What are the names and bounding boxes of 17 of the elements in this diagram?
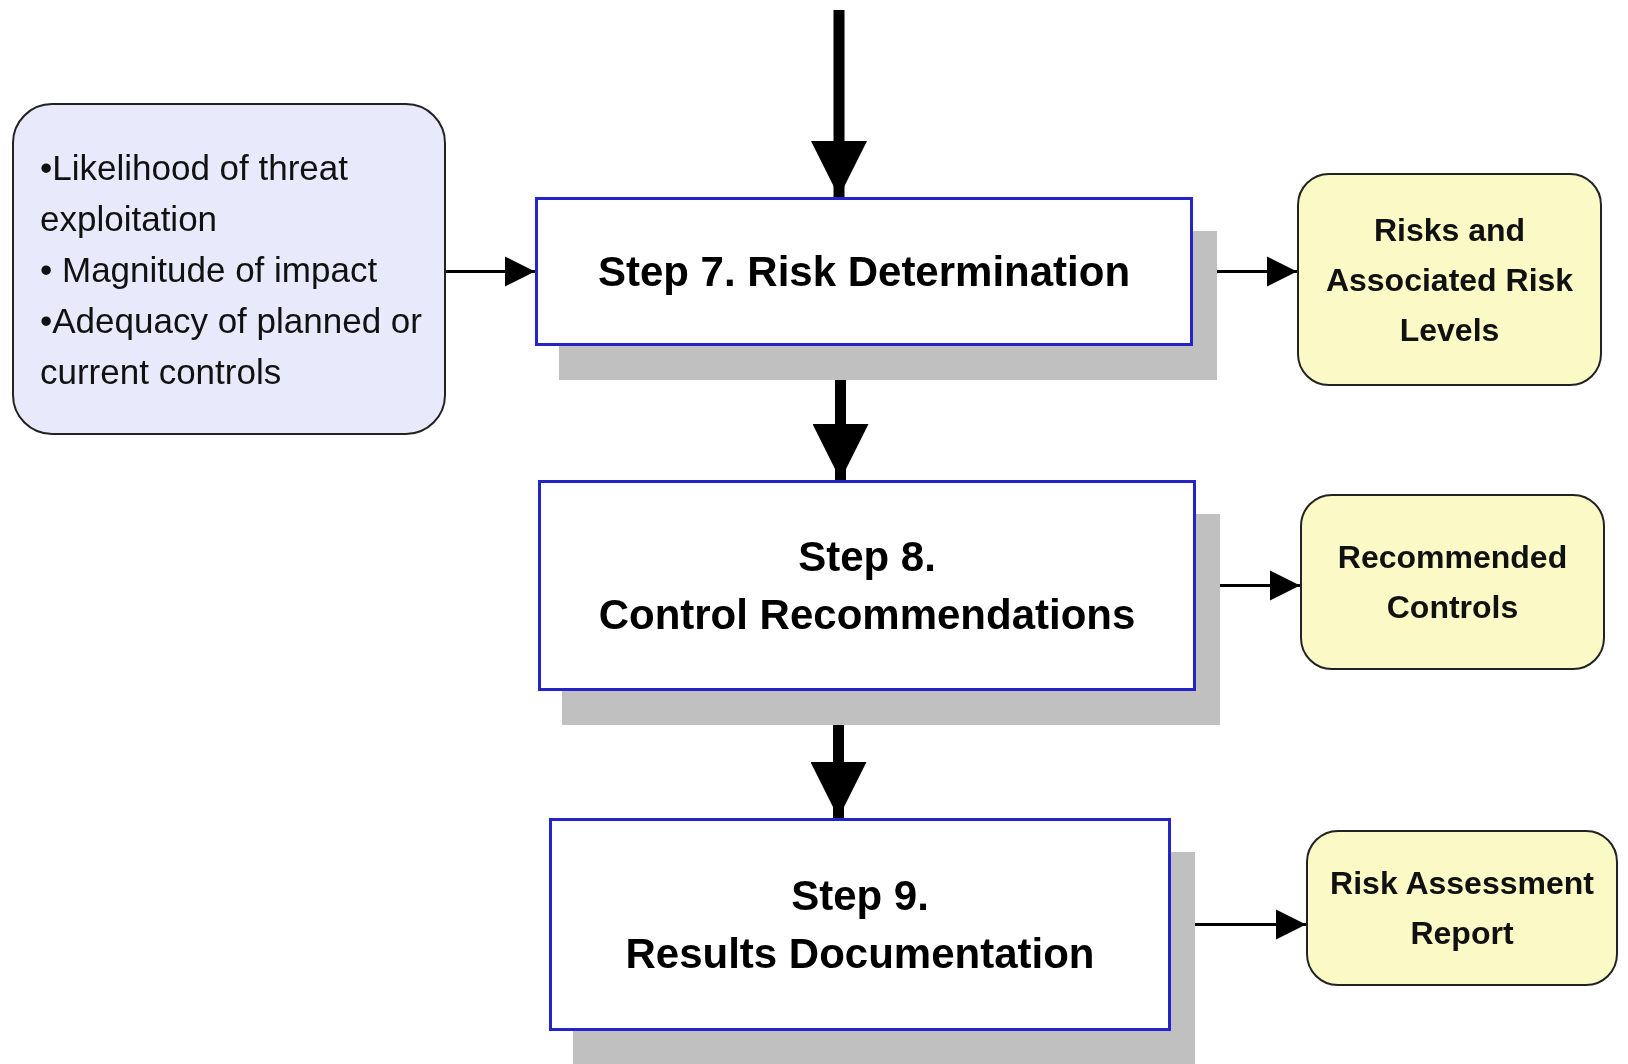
node-text: Step 9. bbox=[791, 870, 929, 921]
node-text: Risk Assessment Report bbox=[1329, 864, 1595, 953]
output-box bbox=[1300, 494, 1605, 670]
arrow bbox=[446, 256, 535, 287]
node-text: •Likelihood of threat exploitation bbox=[40, 146, 349, 240]
node-text: Risks and Associated Risk Levels bbox=[1324, 210, 1575, 350]
input-box bbox=[12, 103, 446, 435]
output-box bbox=[1297, 173, 1602, 386]
node-text: •Adequacy of planned or current controls bbox=[40, 299, 423, 393]
node-text: Step 8. bbox=[798, 531, 936, 582]
node-text: Control Recommendations bbox=[598, 589, 1136, 640]
output-box bbox=[1306, 830, 1618, 986]
node-text: Step 7. Risk Determination bbox=[597, 246, 1131, 297]
node-text: • Magnitude of impact bbox=[40, 248, 378, 291]
arrow bbox=[811, 10, 867, 197]
node-text: Recommended Controls bbox=[1336, 538, 1569, 627]
node-text: Results Documentation bbox=[625, 928, 1095, 979]
